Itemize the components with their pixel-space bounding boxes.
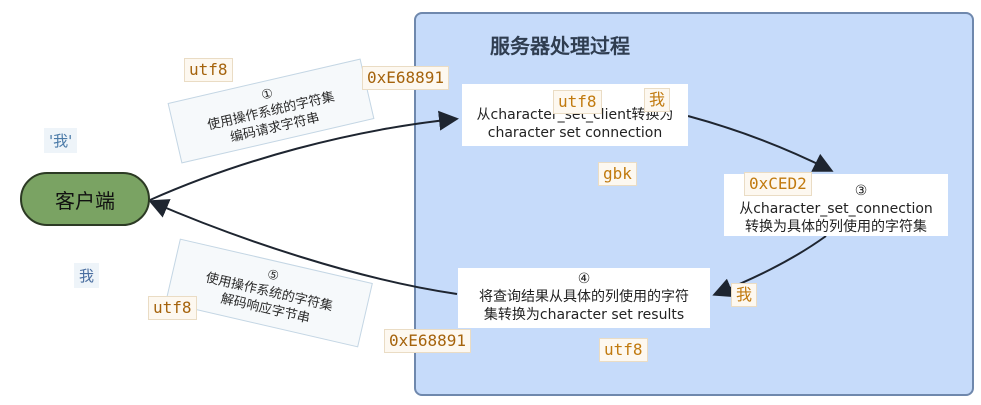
- tag-wo-server: 我: [644, 88, 671, 112]
- step3-box: ③ 从character_set_connection 转换为具体的列使用的字符…: [724, 174, 948, 236]
- step3-box-line2: 转换为具体的列使用的字符集: [745, 219, 927, 235]
- step1-box: 从character_set_client转换为 character set c…: [462, 84, 688, 146]
- step4-num: ④: [577, 271, 591, 287]
- client-label: 客户端: [55, 188, 115, 213]
- step1-box-line1: 从character_set_client转换为: [476, 107, 674, 123]
- tag-utf8-left: utf8: [148, 296, 197, 320]
- tag-hex-bottom: 0xE68891: [384, 329, 472, 353]
- quoted-wo-label: '我': [44, 128, 78, 153]
- step3-num: ③: [854, 183, 868, 199]
- step1-box-line2: character set connection: [487, 125, 663, 141]
- step4-box: ④ 将查询结果从具体的列使用的字符 集转换为character set resu…: [458, 268, 710, 328]
- client-node: 客户端: [20, 172, 150, 226]
- arrow-step1-to-step3: [687, 115, 834, 172]
- arrow-step3-to-step4: [712, 235, 827, 298]
- server-title: 服务器处理过程: [490, 34, 630, 58]
- tag-utf8-bottom: utf8: [599, 338, 648, 362]
- arrow-client-to-server: [149, 110, 459, 201]
- tag-wo-right: 我: [731, 283, 758, 307]
- step3-box-line1: 从character_set_connection: [739, 201, 933, 217]
- step4-box-line2: 集转换为character set results: [483, 307, 685, 323]
- tag-utf8-server: utf8: [553, 90, 602, 114]
- plain-wo-label: 我: [74, 263, 100, 288]
- arrow-step4-to-client: [148, 199, 458, 295]
- tag-hex-ced2: 0xCED2: [744, 172, 812, 196]
- step4-box-line1: 将查询结果从具体的列使用的字符: [479, 289, 689, 305]
- tag-hex-top: 0xE68891: [362, 66, 450, 90]
- tag-utf8-top: utf8: [184, 58, 233, 82]
- tag-gbk: gbk: [598, 162, 637, 186]
